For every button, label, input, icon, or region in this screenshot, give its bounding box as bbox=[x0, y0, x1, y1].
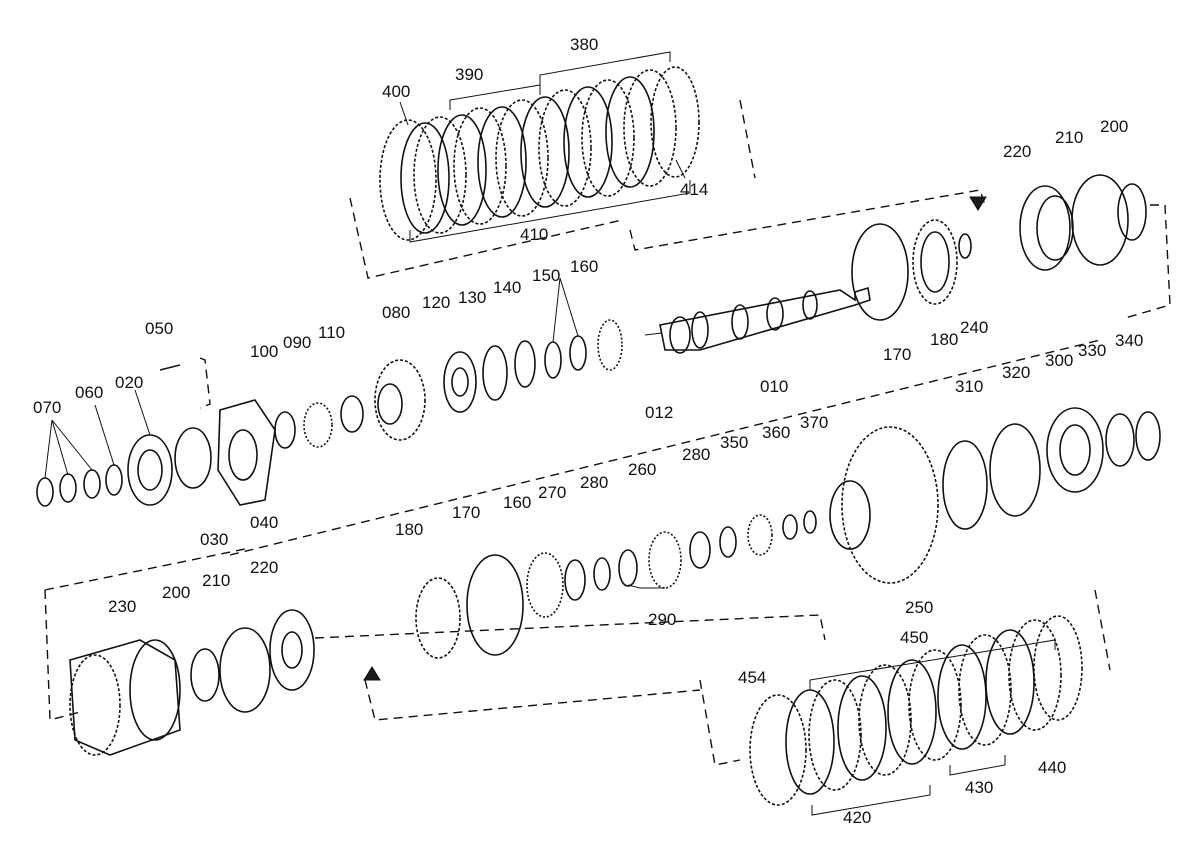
label-150: 150 bbox=[532, 266, 560, 285]
label-260: 260 bbox=[628, 460, 656, 479]
part-number-labels: 380 390 400 410 414 220 210 200 010 012 … bbox=[33, 35, 1143, 827]
label-310: 310 bbox=[955, 377, 983, 396]
label-170-mid: 170 bbox=[452, 503, 480, 522]
label-300: 300 bbox=[1045, 351, 1073, 370]
label-040: 040 bbox=[250, 513, 278, 532]
label-330: 330 bbox=[1078, 341, 1106, 360]
upper-clutch-plate-pack bbox=[379, 66, 700, 241]
main-shaft bbox=[644, 286, 871, 354]
label-010: 010 bbox=[760, 377, 788, 396]
label-290: 290 bbox=[648, 610, 676, 629]
arrow-indicator-upper bbox=[969, 196, 987, 211]
label-420: 420 bbox=[843, 808, 871, 827]
label-360: 360 bbox=[762, 423, 790, 442]
label-030: 030 bbox=[200, 530, 228, 549]
label-220-bottom: 220 bbox=[250, 558, 278, 577]
label-210-top: 210 bbox=[1055, 128, 1083, 147]
label-180-mid: 180 bbox=[395, 520, 423, 539]
middle-row-left-parts bbox=[36, 319, 623, 507]
label-450: 450 bbox=[900, 628, 928, 647]
label-350: 350 bbox=[720, 433, 748, 452]
label-100: 100 bbox=[250, 342, 278, 361]
label-170-top: 170 bbox=[883, 345, 911, 364]
middle-row-right-parts bbox=[415, 407, 1161, 659]
label-400: 400 bbox=[382, 82, 410, 101]
label-410: 410 bbox=[520, 225, 548, 244]
bottom-left-parts bbox=[69, 609, 315, 756]
label-020: 020 bbox=[115, 373, 143, 392]
label-140: 140 bbox=[493, 278, 521, 297]
label-320: 320 bbox=[1002, 363, 1030, 382]
label-160-mid: 160 bbox=[503, 493, 531, 512]
label-110: 110 bbox=[318, 323, 345, 342]
label-160-top: 160 bbox=[570, 257, 598, 276]
label-230: 230 bbox=[108, 597, 136, 616]
label-270: 270 bbox=[538, 483, 566, 502]
label-200-bottom: 200 bbox=[162, 583, 190, 602]
label-280-right: 280 bbox=[682, 445, 710, 464]
label-080: 080 bbox=[382, 303, 410, 322]
label-250: 250 bbox=[905, 598, 933, 617]
label-220-top: 220 bbox=[1003, 142, 1031, 161]
label-060: 060 bbox=[75, 383, 103, 402]
label-430: 430 bbox=[965, 778, 993, 797]
label-180-top: 180 bbox=[930, 330, 958, 349]
label-370: 370 bbox=[800, 413, 828, 432]
label-340: 340 bbox=[1115, 331, 1143, 350]
label-390: 390 bbox=[455, 65, 483, 84]
label-414: 414 bbox=[680, 180, 708, 199]
label-380: 380 bbox=[570, 35, 598, 54]
upper-right-parts bbox=[851, 174, 1147, 321]
label-070: 070 bbox=[33, 398, 61, 417]
label-440: 440 bbox=[1038, 758, 1066, 777]
label-012: 012 bbox=[645, 403, 673, 422]
lower-clutch-plate-pack bbox=[749, 615, 1083, 806]
label-280-left: 280 bbox=[580, 473, 608, 492]
label-454: 454 bbox=[738, 668, 766, 687]
label-210-bottom: 210 bbox=[202, 571, 230, 590]
label-240: 240 bbox=[960, 318, 988, 337]
label-200-top: 200 bbox=[1100, 117, 1128, 136]
label-130: 130 bbox=[458, 288, 486, 307]
label-120: 120 bbox=[422, 293, 450, 312]
arrow-indicator-lower bbox=[363, 666, 381, 681]
label-090: 090 bbox=[283, 333, 311, 352]
label-050: 050 bbox=[145, 319, 173, 338]
leader-lines bbox=[44, 51, 1056, 816]
